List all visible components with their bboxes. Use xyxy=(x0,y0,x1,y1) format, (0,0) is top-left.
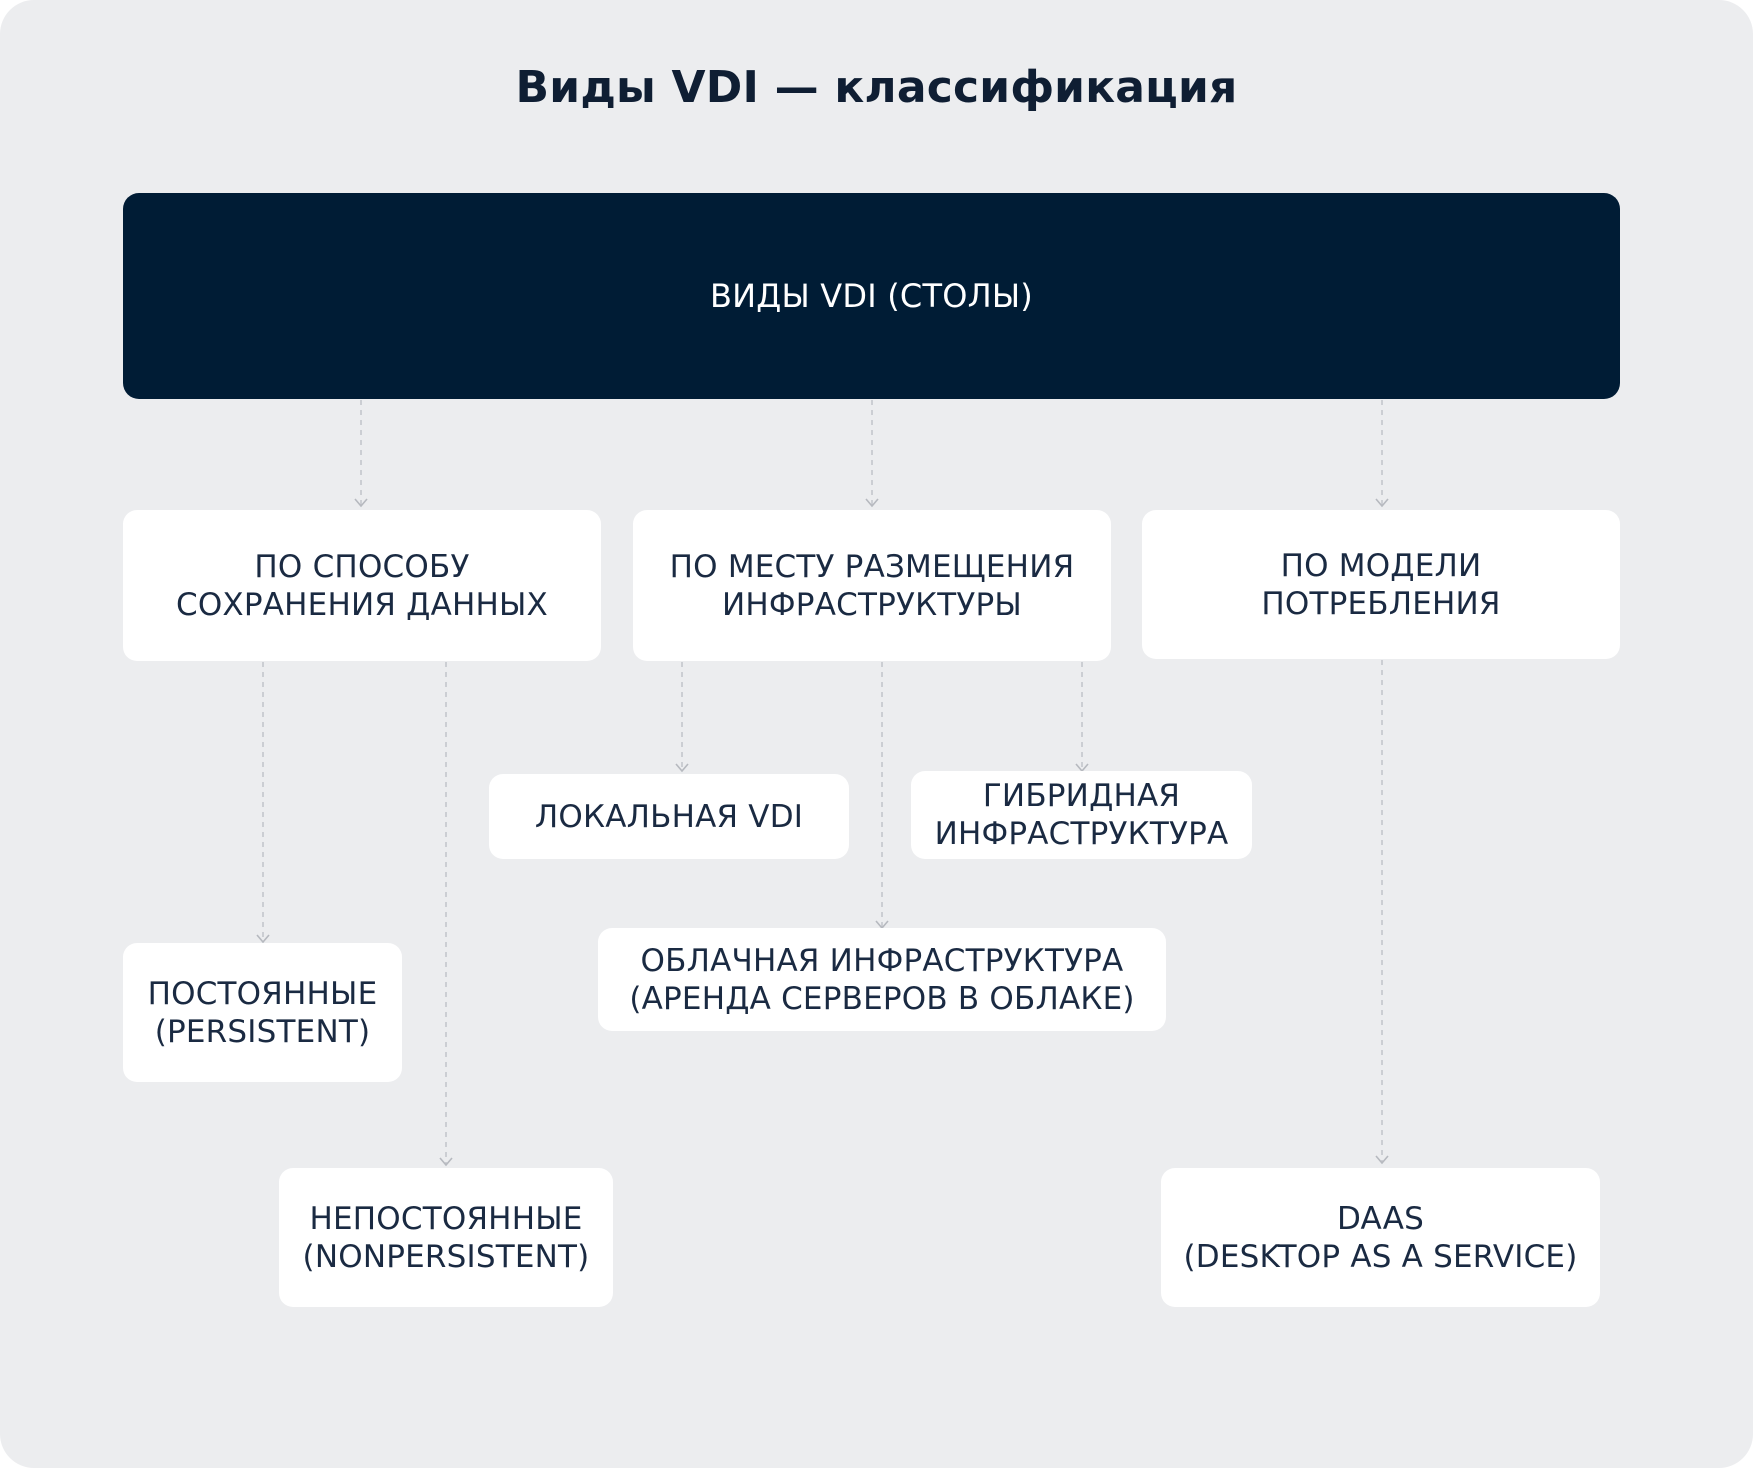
leaf-local-vdi: ЛОКАЛЬНАЯ VDI xyxy=(489,774,849,859)
connector-consumption-to-daas xyxy=(1375,660,1389,1165)
category-placement: ПО МЕСТУ РАЗМЕЩЕНИЯ ИНФРАСТРУКТУРЫ xyxy=(633,510,1111,661)
connector-root-to-placement xyxy=(865,400,879,508)
leaf-persistent: ПОСТОЯННЫЕ (PERSISTENT) xyxy=(123,943,402,1082)
connector-placement-to-local xyxy=(675,662,689,773)
category-storage: ПО СПОСОБУ СОХРАНЕНИЯ ДАННЫХ xyxy=(123,510,601,661)
diagram-title: Виды VDI — классификация xyxy=(515,62,1238,113)
connector-root-to-storage xyxy=(354,400,368,508)
leaf-daas: DAAS (DESKTOP AS A SERVICE) xyxy=(1161,1168,1600,1307)
connector-storage-to-nonpersistent xyxy=(439,662,453,1167)
leaf-hybrid: ГИБРИДНАЯ ИНФРАСТРУКТУРА xyxy=(911,771,1252,859)
connector-root-to-consumption xyxy=(1375,400,1389,508)
leaf-cloud: ОБЛАЧНАЯ ИНФРАСТРУКТУРА (АРЕНДА СЕРВЕРОВ… xyxy=(598,928,1166,1031)
connector-storage-to-persistent xyxy=(256,662,270,944)
connector-placement-to-cloud xyxy=(875,662,889,930)
connector-placement-to-hybrid xyxy=(1075,662,1089,773)
category-consumption: ПО МОДЕЛИ ПОТРЕБЛЕНИЯ xyxy=(1142,510,1620,659)
root-node: ВИДЫ VDI (СТОЛЫ) xyxy=(123,193,1620,399)
leaf-nonpersistent: НЕПОСТОЯННЫЕ (NONPERSISTENT) xyxy=(279,1168,613,1307)
